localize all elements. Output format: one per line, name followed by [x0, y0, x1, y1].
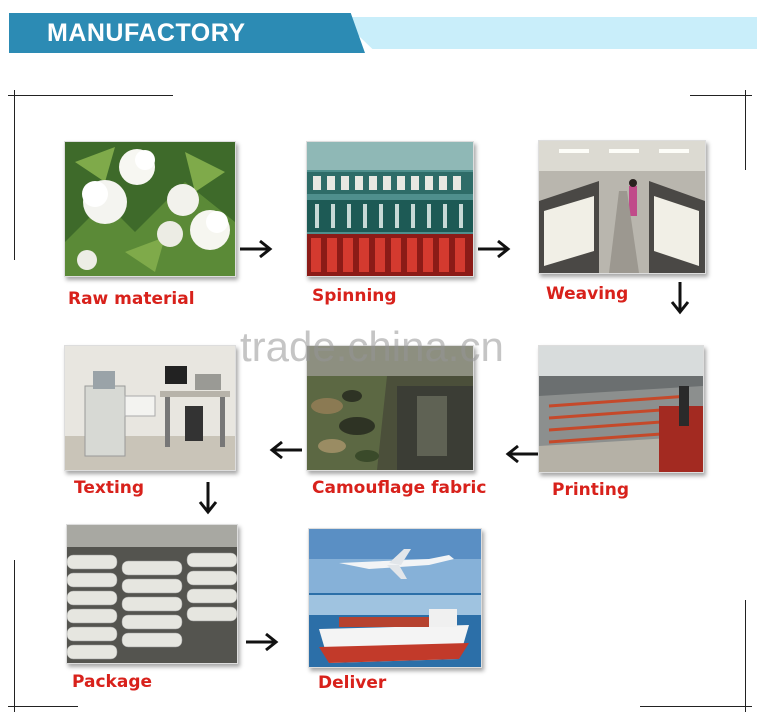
caption-camouflage-fabric: Camouflage fabric [312, 478, 487, 498]
spinning-photo [306, 141, 474, 277]
frame-top-left-v [14, 90, 15, 260]
arrow-icon [240, 239, 273, 259]
frame-top-right-h [690, 95, 752, 96]
header-dark-stripe: MANUFACTORY [9, 13, 365, 53]
printing-image [539, 346, 703, 472]
frame-bottom-right-v [745, 600, 746, 712]
caption-raw-material: Raw material [68, 289, 195, 309]
arrow-icon [670, 282, 690, 315]
arrow-icon [246, 632, 279, 652]
printing-photo [538, 345, 704, 473]
frame-bottom-right-h [640, 706, 752, 707]
arrow-icon [269, 440, 302, 460]
package-photo [66, 524, 238, 664]
frame-bottom-left-h [8, 706, 78, 707]
deliver-image [309, 529, 481, 667]
header-bar: MANUFACTORY [9, 13, 757, 53]
caption-weaving: Weaving [546, 284, 629, 304]
watermark: trade.china.cn [240, 323, 504, 370]
lab-image [65, 346, 235, 470]
deliver-photo [308, 528, 482, 668]
frame-bottom-left-v [14, 560, 15, 712]
frame-top-left-h [8, 95, 173, 96]
texting-photo [64, 345, 236, 471]
caption-texting: Texting [74, 478, 145, 498]
caption-deliver: Deliver [318, 673, 387, 693]
page-title: MANUFACTORY [47, 19, 246, 47]
package-image [67, 525, 237, 663]
header-light-stripe [339, 17, 757, 49]
raw-material-photo [64, 141, 236, 277]
cotton-image [65, 142, 235, 276]
arrow-icon [478, 239, 511, 259]
caption-printing: Printing [552, 480, 629, 500]
spinning-image [307, 142, 473, 276]
caption-spinning: Spinning [312, 286, 397, 306]
arrow-icon [505, 444, 538, 464]
frame-top-right-v [745, 90, 746, 170]
camouflage-image [307, 346, 473, 470]
camouflage-fabric-photo [306, 345, 474, 471]
caption-package: Package [72, 672, 153, 692]
arrow-icon [198, 482, 218, 515]
weaving-photo [538, 140, 706, 274]
weaving-image [539, 141, 705, 273]
